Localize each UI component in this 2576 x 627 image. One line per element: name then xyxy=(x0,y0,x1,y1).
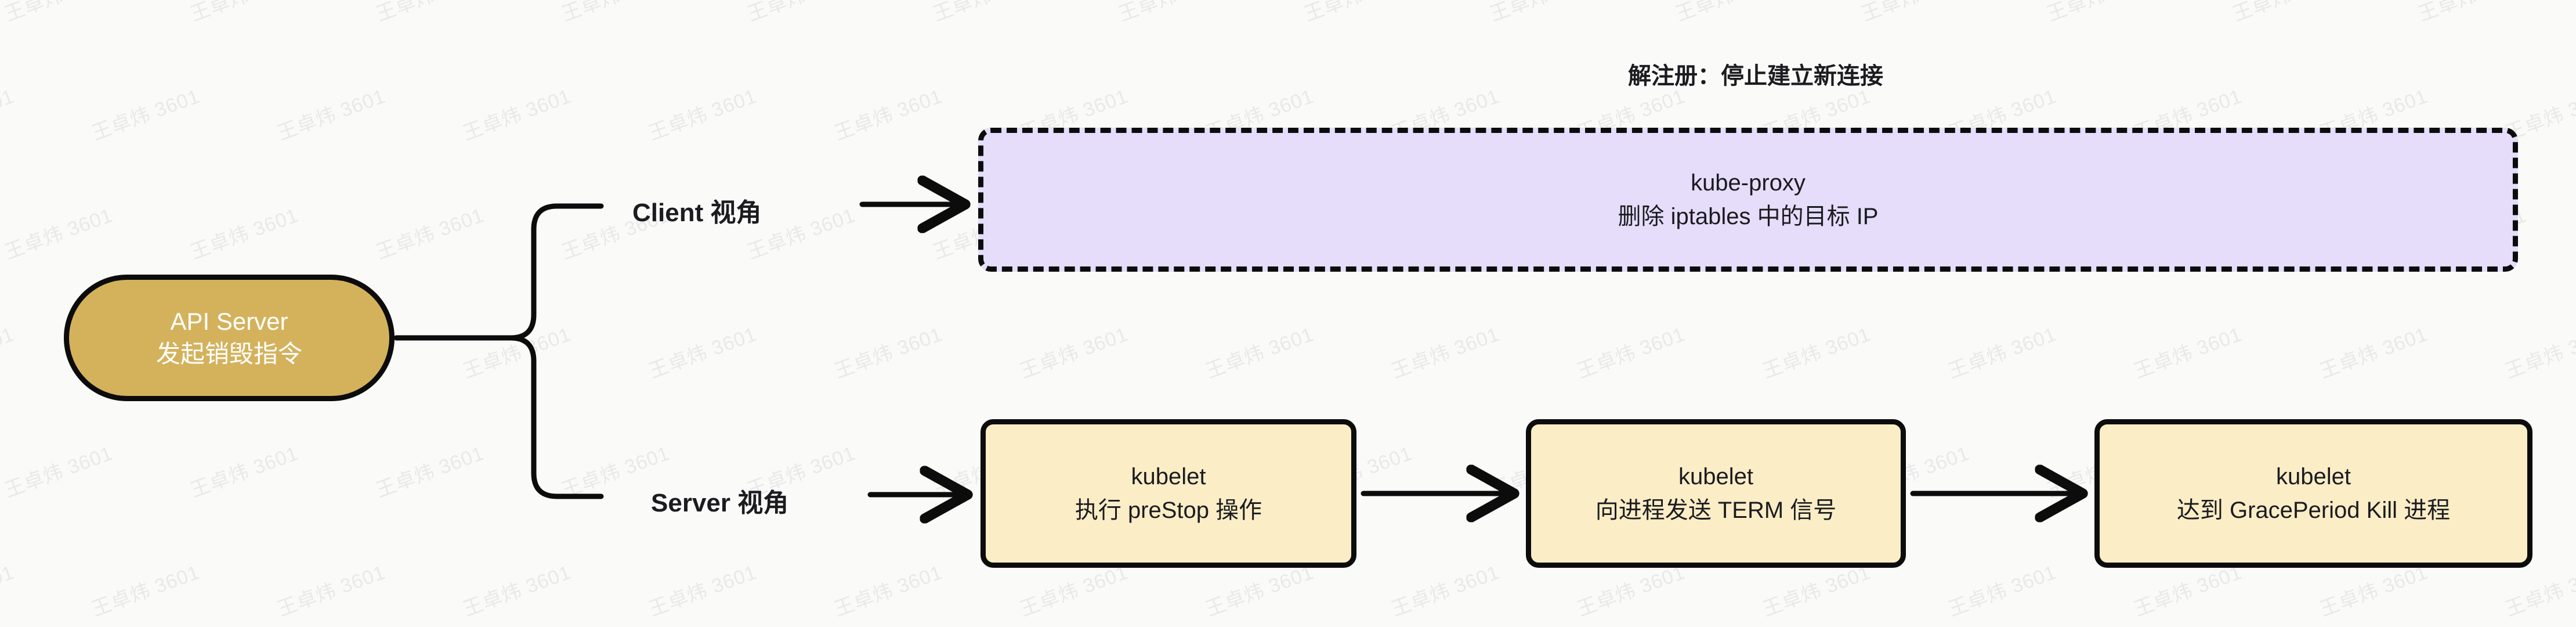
kubelet-node-1[interactable]: kubelet 执行 preStop 操作 xyxy=(981,419,1356,568)
kubelet-node-3[interactable]: kubelet 达到 GracePeriod Kill 进程 xyxy=(2094,419,2532,568)
kube-proxy-node-line1: kube-proxy xyxy=(1691,170,1806,196)
kube-proxy-node[interactable]: kube-proxy 删除 iptables 中的目标 IP xyxy=(978,128,2518,272)
branch-label-client: Client 视角 xyxy=(632,199,762,227)
fork-connector xyxy=(393,203,604,499)
api-server-node-line1: API Server xyxy=(170,307,288,335)
deregister-title: 解注册：停止建立新连接 xyxy=(1628,63,1883,89)
kubelet-node-2[interactable]: kubelet 向进程发送 TERM 信号 xyxy=(1526,419,1906,568)
kube-proxy-node-line2: 删除 iptables 中的目标 IP xyxy=(1618,204,1879,229)
kubelet-node-3-line2: 达到 GracePeriod Kill 进程 xyxy=(2176,498,2451,523)
kubelet-node-1-line1: kubelet xyxy=(1131,464,1206,489)
kubelet-node-1-line2: 执行 preStop 操作 xyxy=(1074,498,1262,523)
kubelet-node-3-line1: kubelet xyxy=(2276,464,2351,489)
kubelet-node-2-line1: kubelet xyxy=(1678,464,1753,489)
api-server-node[interactable]: API Server 发起销毁指令 xyxy=(64,275,395,401)
branch-label-server: Server 视角 xyxy=(651,489,789,517)
api-server-node-line2: 发起销毁指令 xyxy=(155,340,302,367)
kubelet-node-2-line2: 向进程发送 TERM 信号 xyxy=(1595,498,1837,523)
